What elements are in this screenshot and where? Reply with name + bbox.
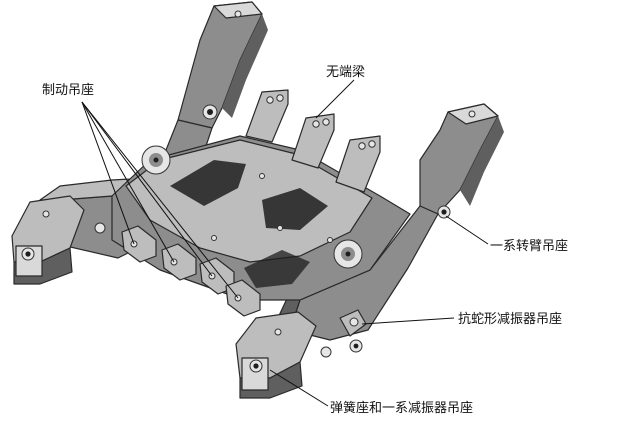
- leader-lines: [81, 79, 489, 407]
- brake-hanger-seats: [121, 225, 261, 317]
- bogie-frame-illustration: [11, 1, 504, 399]
- label-yaw-damper-seat: 抗蛇形减振器吊座: [458, 312, 562, 327]
- cross-beam-top: [125, 139, 373, 263]
- labels: 制动吊座 无端梁 一系转臂吊座 抗蛇形减振器吊座 弹簧座和一系减振器吊座: [42, 65, 568, 416]
- label-spring-and-damper-seat: 弹簧座和一系减振器吊座: [330, 400, 473, 416]
- label-brake-hanger: 制动吊座: [42, 83, 94, 98]
- label-primary-arm-seat: 一系转臂吊座: [490, 239, 568, 254]
- motor-seat-tabs: [245, 89, 381, 193]
- label-no-end-beam: 无端梁: [326, 65, 365, 80]
